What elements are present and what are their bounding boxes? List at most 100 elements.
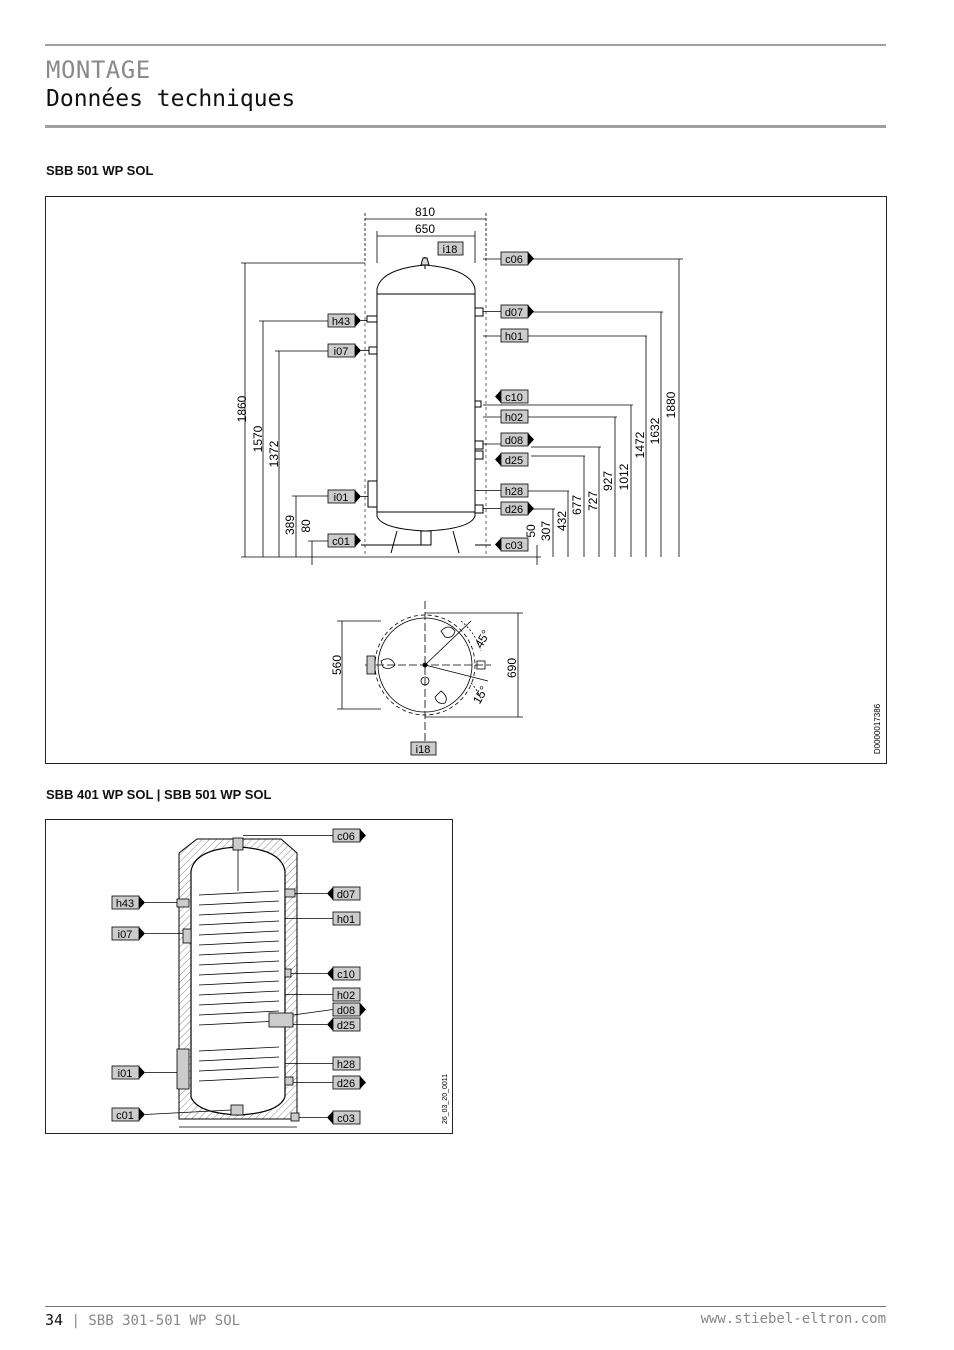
figure2-doc-code: 26_03_20_0011 [442,1074,449,1124]
figure2-heading: SBB 401 WP SOL | SBB 501 WP SOL [46,787,272,802]
label-c10: c10 [495,389,529,404]
width-dimensions [364,213,487,263]
fig2-label-d08: d08 [292,1002,366,1017]
svg-text:i18: i18 [443,244,458,256]
label-c03: c03 [495,537,529,552]
label-c01: c01 [327,533,361,548]
page-title: Données techniques [46,86,296,112]
dim-1472: 1472 [633,431,647,458]
dim-432: 432 [555,511,569,531]
footer-separator: | [71,1313,80,1329]
svg-text:d26: d26 [337,1078,355,1090]
dim-1860: 1860 [235,395,249,422]
fig2-label-c06: c06 [243,828,366,843]
svg-text:d07: d07 [337,889,355,901]
dim-677: 677 [570,495,584,515]
dim-50: 50 [524,524,538,538]
label-i18-top: i18 [437,241,464,256]
svg-text:h02: h02 [505,412,523,424]
label-h02: h02 [500,409,529,424]
svg-text:i01: i01 [334,492,349,504]
dim-1372: 1372 [267,440,281,467]
angle-15: 15° [470,683,491,706]
tank-dashed-outline [364,263,487,557]
fig2-label-h02: h02 [285,987,361,1002]
title-rule [45,125,886,128]
svg-text:c10: c10 [505,392,523,404]
fig2-label-d07: d07 [295,886,361,901]
fig2-label-h43: h43 [111,895,177,910]
label-h01: h01 [500,328,529,343]
page-number: 34 [45,1311,64,1329]
fig2-label-i07: i07 [111,926,183,941]
svg-text:h28: h28 [505,486,523,498]
svg-text:c03: c03 [505,540,523,552]
dim-727: 727 [586,491,600,511]
svg-text:h28: h28 [337,1059,355,1071]
angle-45: 45° [472,627,493,650]
svg-text:h02: h02 [337,990,355,1002]
label-h43: h43 [327,313,367,328]
svg-text:c03: c03 [337,1113,355,1125]
dim-1632: 1632 [648,417,662,444]
svg-text:i07: i07 [118,929,133,941]
svg-text:d07: d07 [505,307,523,319]
plan-view [337,601,523,741]
figure2-frame: h43 i07 i01 c01 c06 d07 h01 [45,819,453,1134]
footer-rule [45,1306,886,1307]
dim-690: 690 [505,658,519,678]
dim-80: 80 [299,519,313,533]
left-height-dimensions [241,262,541,565]
footer-product: SBB 301-501 WP SOL [88,1313,241,1329]
dim-650: 650 [415,222,435,236]
label-i01: i01 [327,489,368,504]
svg-text:h43: h43 [332,316,350,328]
footer-website[interactable]: www.stiebel-eltron.com [700,1311,886,1327]
svg-text:d08: d08 [337,1005,355,1017]
svg-text:i07: i07 [334,346,349,358]
tank-body [361,257,491,554]
dim-810: 810 [415,205,435,219]
heat-exchanger-coils [176,837,300,1128]
label-i07: i07 [327,343,369,358]
label-c06: c06 [500,251,534,266]
svg-text:d08: d08 [505,435,523,447]
figure1-heading: SBB 501 WP SOL [46,163,154,178]
svg-text:i01: i01 [118,1068,133,1080]
fig2-label-h01: h01 [285,911,361,926]
dim-560: 560 [330,655,344,675]
svg-text:c06: c06 [337,831,355,843]
svg-text:d25: d25 [337,1020,355,1032]
svg-text:i18: i18 [416,744,431,756]
svg-text:h43: h43 [116,898,134,910]
label-d08: d08 [483,432,534,447]
dim-1012: 1012 [617,463,631,490]
label-d26: d26 [483,501,534,516]
label-d07: d07 [483,304,534,319]
svg-text:c10: c10 [337,969,355,981]
top-rule [45,44,886,46]
fig2-label-c10: c10 [291,966,361,981]
figure1-frame: 810 650 1860 [45,196,887,764]
label-d25: d25 [495,452,529,467]
figure2-section-drawing: h43 i07 i01 c01 c06 d07 h01 [111,828,449,1128]
svg-text:d25: d25 [505,455,523,467]
fig2-label-d25: d25 [293,1017,361,1032]
dim-1570: 1570 [251,425,265,452]
figure1-dimension-drawing: 810 650 1860 [235,205,882,756]
footer-left: 34 | SBB 301-501 WP SOL [45,1311,240,1329]
label-i18-bottom: i18 [410,741,437,756]
dim-927: 927 [601,471,615,491]
svg-text:d26: d26 [505,504,523,516]
svg-text:c01: c01 [116,1110,134,1122]
section-title: MONTAGE [46,56,151,84]
fig2-label-c01: c01 [111,1107,232,1122]
dim-307: 307 [539,521,553,541]
svg-text:h01: h01 [505,331,523,343]
label-h28: h28 [475,483,529,498]
fig2-label-d26: d26 [293,1075,366,1090]
fig2-label-h28: h28 [285,1056,361,1071]
fig2-label-c03: c03 [299,1110,361,1125]
fig2-label-i01: i01 [111,1065,177,1080]
svg-text:h01: h01 [337,914,355,926]
